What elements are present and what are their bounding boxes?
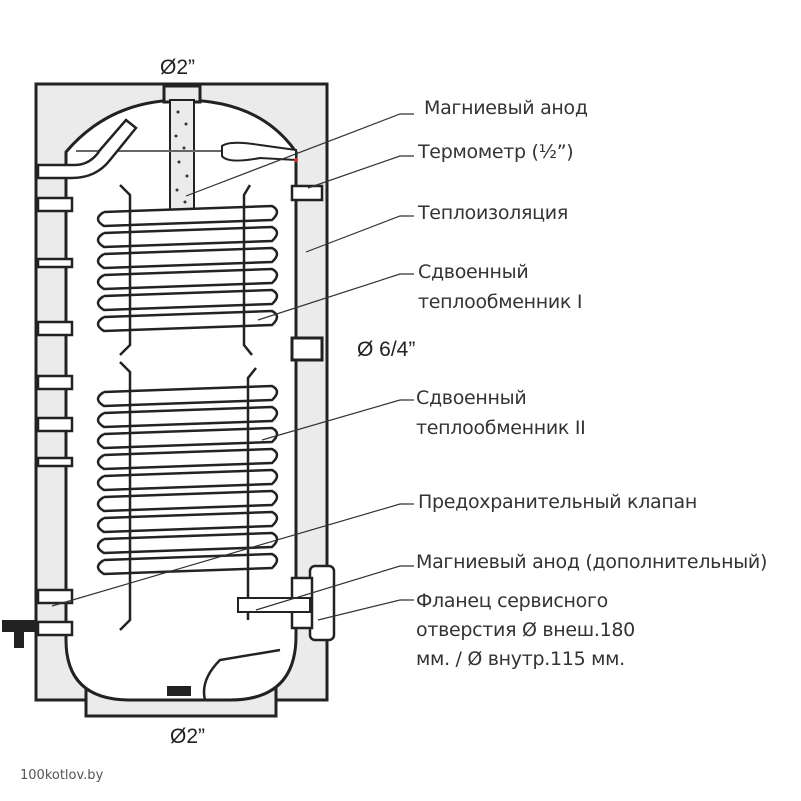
leader-lines bbox=[51, 113, 414, 621]
label-flange-line2: отверстия Ø внеш.180 bbox=[416, 619, 635, 641]
watermark: 100kotlov.by bbox=[20, 768, 104, 783]
coil-loop bbox=[96, 204, 279, 228]
coil-loop bbox=[96, 426, 279, 450]
label-exchanger-2-line1: Сдвоенный bbox=[416, 387, 527, 409]
coil-loop bbox=[96, 267, 279, 291]
label-exchanger-1-line1: Сдвоенный bbox=[418, 261, 529, 283]
label-anode: Магниевый анод bbox=[424, 97, 588, 119]
thermometer-port bbox=[290, 184, 324, 202]
dim-top: Ø2” bbox=[160, 56, 196, 79]
coil-loop bbox=[96, 447, 279, 471]
coil-loop bbox=[96, 489, 279, 513]
coil-loop bbox=[96, 531, 279, 555]
coil-loop bbox=[96, 384, 279, 408]
heat-exchanger-coils bbox=[96, 204, 279, 576]
label-exchanger-2-line2: теплообменник II bbox=[416, 417, 586, 439]
safety-valve bbox=[2, 620, 36, 648]
coil-loop bbox=[96, 288, 279, 312]
coil-loop bbox=[96, 246, 279, 270]
label-insulation: Теплоизоляция bbox=[418, 202, 568, 224]
label-thermometer: Термометр (½”) bbox=[418, 141, 574, 163]
coil-supports bbox=[119, 184, 257, 631]
anode-dots bbox=[174, 110, 189, 204]
coil-loop bbox=[96, 405, 279, 429]
coil-loop bbox=[96, 309, 279, 333]
label-flange-line3: мм. / Ø внутр.115 мм. bbox=[416, 648, 625, 670]
coil-loop bbox=[96, 468, 279, 492]
label-flange-line1: Фланец сервисного bbox=[416, 590, 608, 612]
hot-water-pipe bbox=[36, 118, 138, 180]
left-connections bbox=[36, 196, 74, 637]
side-connection-6-4 bbox=[290, 336, 324, 362]
label-safety-valve: Предохранительный клапан bbox=[418, 491, 697, 513]
label-exchanger-1-line2: теплообменник I bbox=[418, 291, 583, 313]
bottom-fitting bbox=[167, 686, 191, 696]
dim-side: Ø 6/4” bbox=[357, 338, 416, 361]
coil-loop bbox=[96, 552, 279, 576]
magnesium-anode bbox=[169, 99, 195, 213]
service-flange bbox=[308, 564, 336, 642]
label-anode-extra: Магниевый анод (дополнительный) bbox=[416, 551, 768, 573]
dim-bottom: Ø2” bbox=[170, 725, 206, 748]
coil-loop bbox=[96, 225, 279, 249]
coil-loop bbox=[96, 510, 279, 534]
